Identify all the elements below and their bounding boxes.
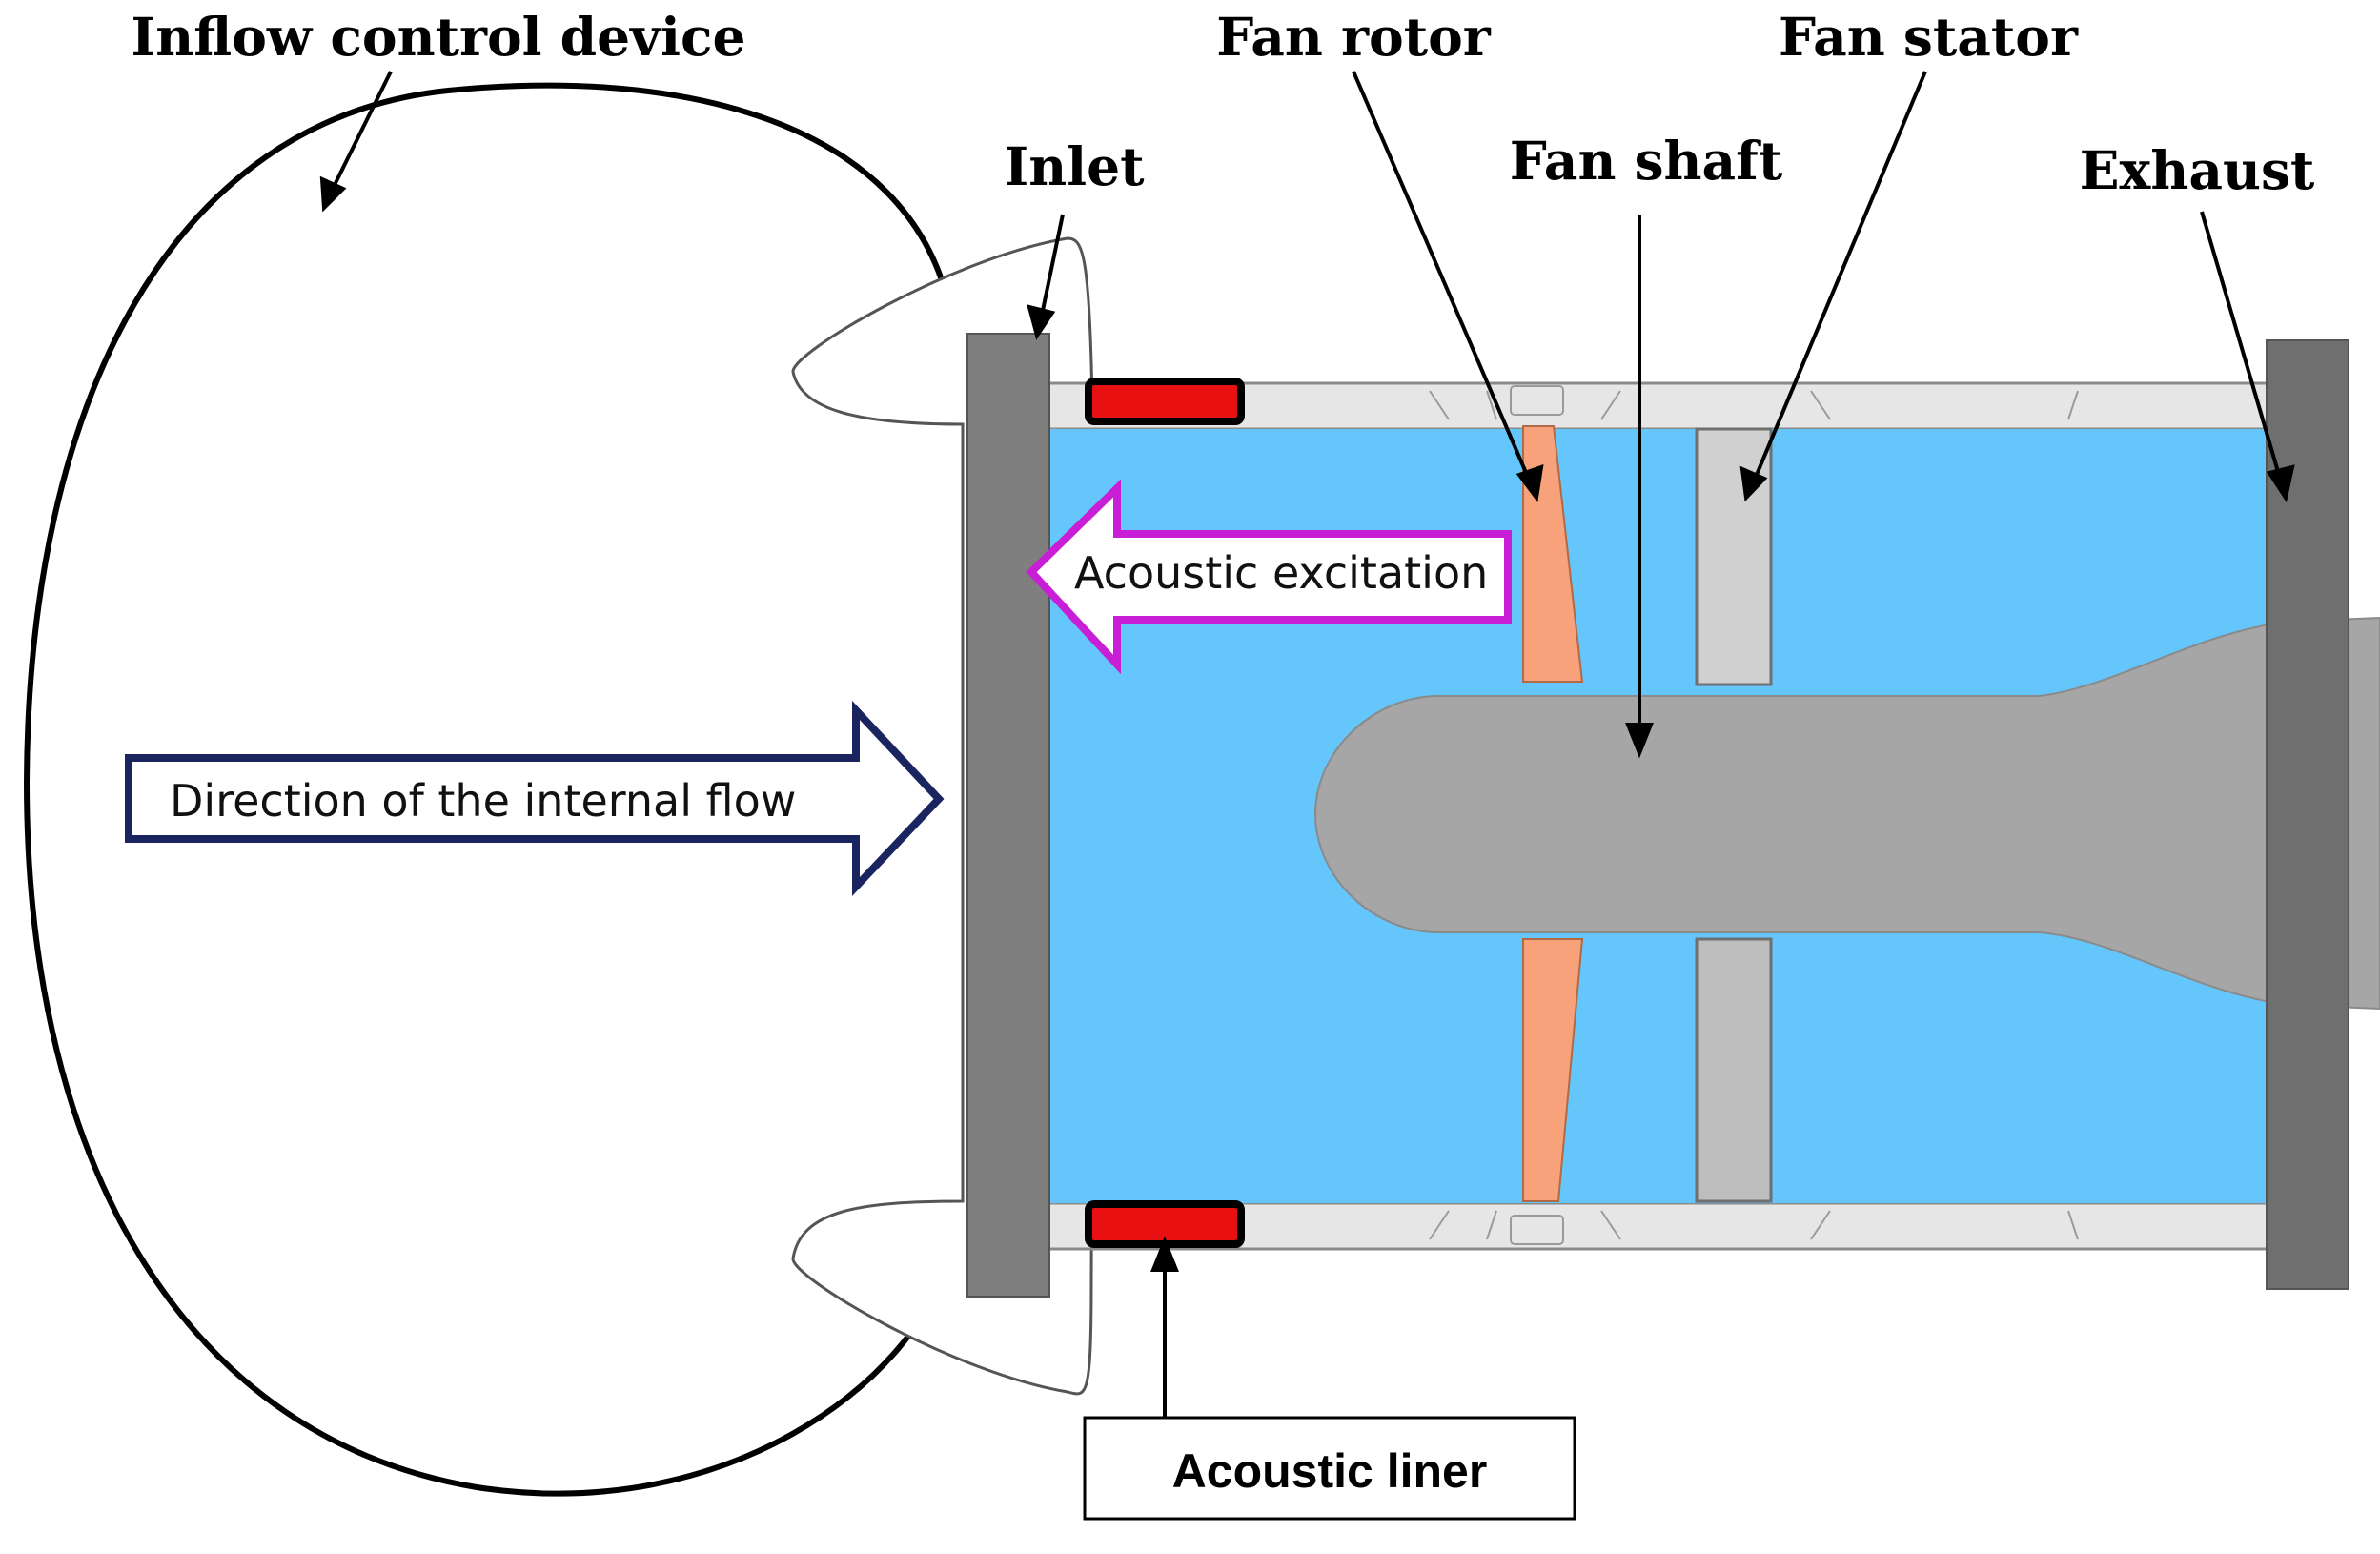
acoustic-liner-label-box <box>1083 1416 1576 1521</box>
duct-wall-details <box>1429 385 2079 1245</box>
exhaust-label: Exhaust <box>2080 139 2315 201</box>
fan-rotor-label: Fan rotor <box>1216 6 1492 68</box>
fan-stator-label: Fan stator <box>1779 6 2079 68</box>
inlet-label: Inlet <box>1004 135 1145 197</box>
acoustic-liner-upper <box>1085 378 1245 425</box>
internal-flow-label: Direction of the internal flow <box>170 775 796 827</box>
fan-stator-vane-lower <box>1695 937 1773 1203</box>
inlet-flange <box>966 333 1050 1298</box>
acoustic-liner-label: Acoustic liner <box>1172 1444 1488 1498</box>
exhaust-flange <box>2266 339 2349 1290</box>
acoustic-excitation-arrow <box>1026 479 1512 675</box>
acoustic-excitation-label: Acoustic excitation <box>1074 547 1488 599</box>
internal-flow-arrow <box>125 700 945 897</box>
duct-upper-wall <box>1047 381 2270 431</box>
fan-shaft-body <box>1313 616 2380 1011</box>
fan-shaft-label: Fan shaft <box>1510 130 1783 192</box>
leader-lines <box>319 71 2295 1418</box>
inflow-control-device-label: Inflow control device <box>132 6 746 68</box>
fan-rotor-blade-lower <box>1522 938 1584 1202</box>
